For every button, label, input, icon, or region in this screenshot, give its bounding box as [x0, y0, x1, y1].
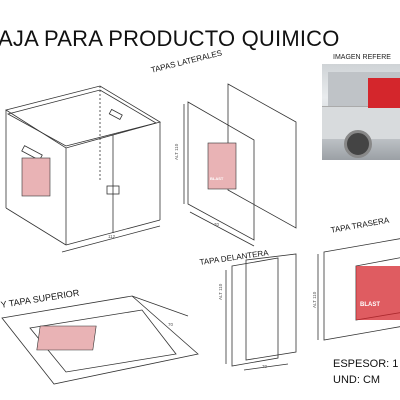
- side-height-label: ALT 110: [174, 143, 179, 160]
- side-panels: [183, 83, 297, 247]
- top-depth-label: 70: [168, 322, 174, 327]
- rear-logo-text: BLAST: [360, 302, 380, 308]
- truck-wheel: [344, 130, 372, 158]
- rear-logo: [356, 266, 400, 320]
- top-panel: [1, 295, 199, 385]
- front-width-label: 70: [262, 364, 268, 369]
- front-height-label: ALT 110: [218, 283, 223, 300]
- side-width-label: 70: [214, 222, 220, 227]
- side-logo-text: BLAST: [210, 176, 224, 181]
- reference-image-label: IMAGEN REFERE: [333, 54, 391, 61]
- blast-logos: BLAST BLAST: [21, 142, 400, 351]
- isometric-box: [5, 85, 162, 253]
- box-logo: [21, 157, 51, 197]
- front-panel: [225, 253, 297, 371]
- box-width-label: 112: [108, 234, 116, 239]
- unidad-label: UND: CM: [333, 374, 381, 386]
- reference-photo: [322, 64, 400, 160]
- side-logo: [207, 142, 237, 190]
- top-logo: [36, 325, 97, 351]
- page-title: AJA PARA PRODUCTO QUIMICO: [0, 26, 340, 51]
- photo-logo: [368, 78, 400, 108]
- espesor-label: ESPESOR: 1: [333, 358, 399, 370]
- rear-height-label: ALT 110: [312, 291, 317, 308]
